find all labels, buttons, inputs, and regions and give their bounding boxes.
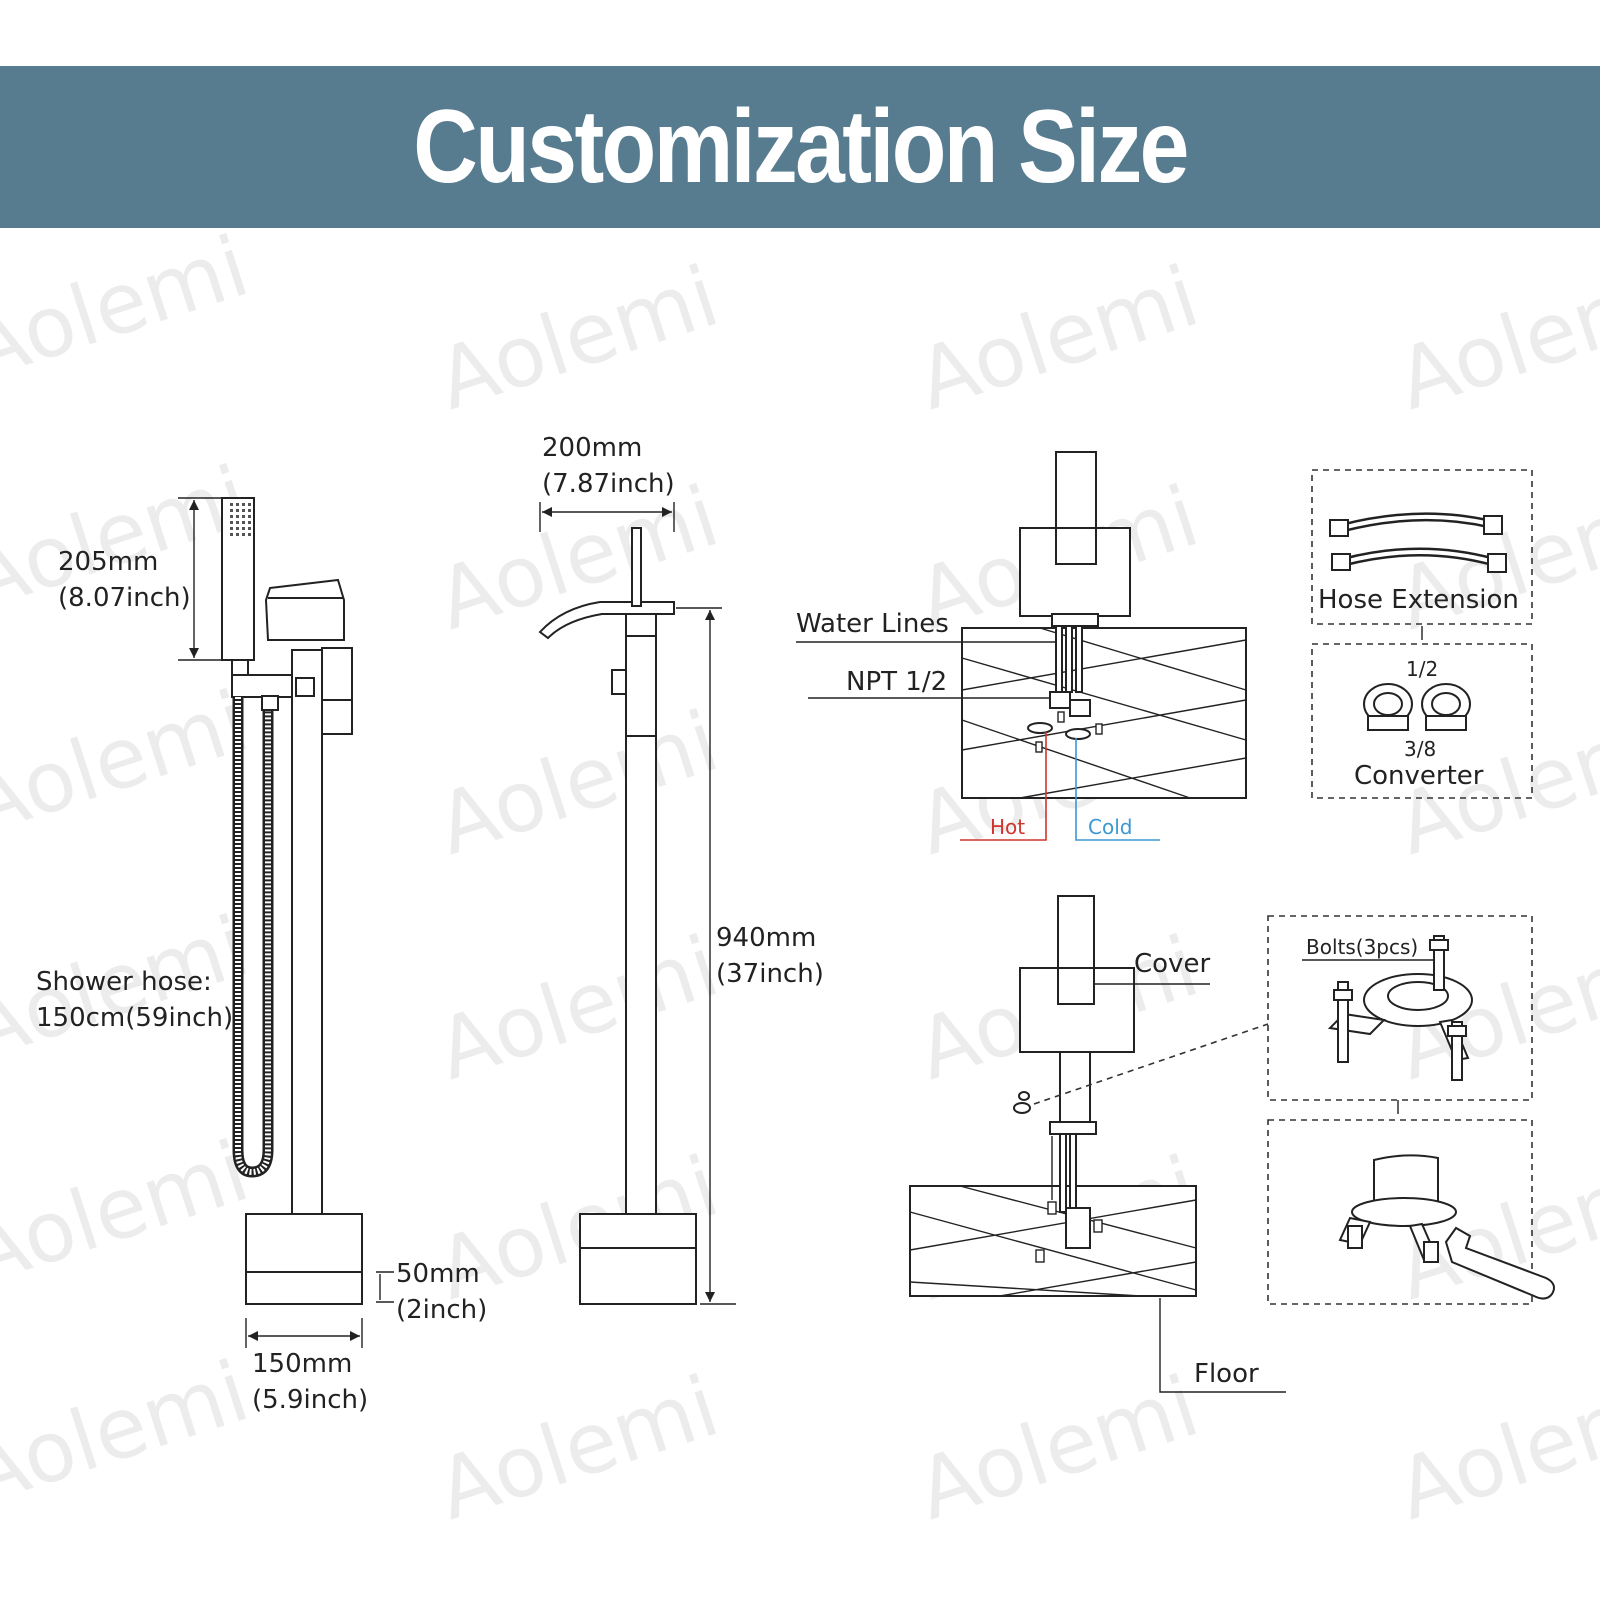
wrench-icon [1444,1226,1555,1300]
watermark: Aolemi [426,1357,730,1539]
side-view-faucet [538,527,697,1305]
handshower-dim-inch: (8.07inch) [58,583,191,613]
side-view-dimensions [539,502,736,1305]
watermark: Aolemi [906,247,1210,429]
hose-connector [261,695,279,711]
watermark: Aolemi [0,1342,260,1524]
watermark: Aolemi [906,1357,1210,1539]
mixer-handle [321,647,353,735]
front-view-faucet [221,497,363,1305]
converter-panel [1311,643,1533,799]
bolts-panel [1267,915,1533,1101]
hose-extension-label: Hose Extension [1318,585,1519,615]
converter-size-bottom: 3/8 [1404,737,1436,761]
spout-width-inch: (7.87inch) [542,469,675,499]
side-handle [631,527,642,607]
watermark: Aolemi [426,692,730,874]
bolt-nut [1013,1102,1031,1114]
cold-label: Cold [1088,815,1132,839]
floor-label: Floor [1194,1359,1259,1389]
hot-line [960,732,1047,841]
npt-label: NPT 1/2 [846,667,947,697]
shower-hose [232,697,274,1178]
floor-fitting [1065,1207,1091,1249]
cold-inlet [1065,728,1091,740]
detail-pointer [1033,1023,1269,1105]
install-diagram-cover [909,895,1269,1297]
base [245,1213,363,1305]
hot-label: Hot [990,815,1025,839]
total-height-mm: 940mm [716,923,816,953]
bolt-1 [1337,981,1349,1063]
hose-label: Shower hose: [36,967,212,997]
mount-flange-2 [1049,1121,1097,1135]
front-view-dimensions [178,497,394,1348]
bolts-label: Bolts(3pcs) [1306,935,1418,959]
total-height-inch: (37inch) [716,959,824,989]
shower-nozzle-grid [230,503,251,536]
npt-fitting [1049,691,1071,709]
hose-extension-panel [1311,469,1533,625]
watermark: Aolemi [0,1122,260,1304]
watermark: Aolemi [0,217,260,399]
side-base [579,1213,697,1305]
side-column-top [625,613,657,637]
converter-label: Converter [1354,761,1484,791]
holder-bracket [231,674,293,698]
hot-inlet [1027,722,1053,734]
watermark: Aolemi [426,247,730,429]
spout-width-mm: 200mm [542,433,642,463]
hose-length: 150cm(59inch) [36,1003,233,1033]
watermark: Aolemi [1386,1357,1600,1539]
column-in-mount [1373,1154,1439,1209]
cover-label: Cover [1134,949,1210,979]
wrench-panel [1267,1119,1555,1305]
watermark: Aolemi [0,672,260,854]
watermark: Aolemi [426,917,730,1099]
side-knob [611,669,627,695]
hand-shower [221,497,255,661]
bolt-3 [1451,1021,1463,1081]
base-height-inch: (2inch) [396,1295,487,1325]
install-callouts-1 [796,641,1160,841]
handshower-dim-mm: 205mm [58,547,158,577]
floor-box [961,627,1247,799]
install-callouts-2 [1094,983,1286,1393]
column-cap [295,677,315,697]
floor-tile-lines-2 [909,1185,1197,1297]
side-column [625,635,657,1249]
base-width-inch: (5.9inch) [252,1385,368,1415]
water-lines-label: Water Lines [796,609,949,639]
bolt-2 [1433,935,1445,991]
install-diagram-water-lines [961,451,1247,799]
cold-line [1075,738,1160,841]
page-title: Customization Size [413,89,1189,205]
spout-head [264,578,345,641]
watermark: Aolemi [1386,247,1600,429]
base-height-mm: 50mm [396,1259,480,1289]
title-banner: Customization Size [0,66,1600,228]
waterfall-spout [538,601,675,640]
mount-flange [1051,613,1099,627]
main-column [291,649,323,1249]
base-width-mm: 150mm [252,1349,352,1379]
converter-size-top: 1/2 [1406,657,1438,681]
